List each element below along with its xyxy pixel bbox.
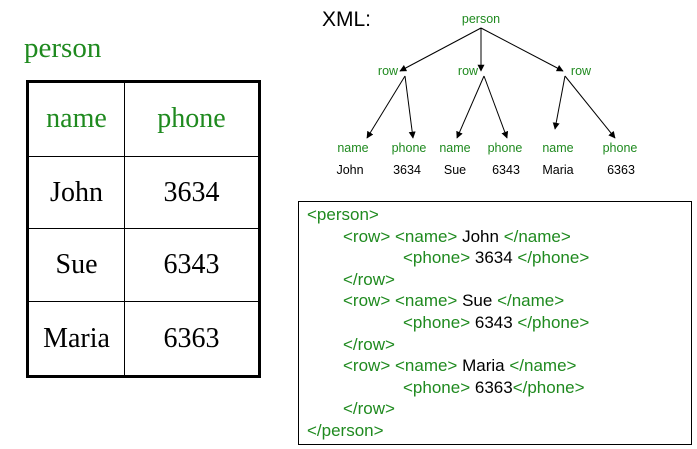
xml-tag: <name> xyxy=(394,356,458,376)
xml-tag: </name> xyxy=(497,291,565,311)
person-relation-table: name phone John 3634 Sue 6343 Maria 6363 xyxy=(26,80,261,378)
tree-leaf-label: name xyxy=(337,141,368,155)
code-line: <phone> 3634 </phone> xyxy=(299,247,691,269)
tree-row-label: row xyxy=(378,64,399,78)
table-header-name: name xyxy=(27,81,125,157)
tree-leaf-value: 3634 xyxy=(393,163,421,177)
code-line: <phone> 6343 </phone> xyxy=(299,312,691,334)
xml-tag: </phone> xyxy=(512,377,585,397)
xml-tag: </name> xyxy=(503,226,571,246)
xml-tag: <row> xyxy=(343,226,391,246)
tree-edge xyxy=(399,27,482,72)
table-cell-name: John xyxy=(27,155,125,230)
xml-tree-diagram: person row row row name phone name phone… xyxy=(336,12,638,177)
table-cell-name: Maria xyxy=(27,301,125,377)
table-cell-phone: 3634 xyxy=(124,155,260,230)
xml-tag: <person> xyxy=(307,205,379,224)
tree-edge xyxy=(366,75,406,139)
code-line: </row> xyxy=(299,334,691,356)
tree-edge xyxy=(552,75,566,130)
xml-value: Maria xyxy=(457,356,510,376)
xml-value: 3634 xyxy=(470,248,518,268)
code-line: <phone> 6363</phone> xyxy=(299,377,691,399)
tree-leaf-value: 6363 xyxy=(607,163,635,177)
tree-leaf-value: 6343 xyxy=(492,163,520,177)
xml-tag: </row> xyxy=(343,334,395,354)
tree-leaf-label: name xyxy=(439,141,470,155)
tree-row-label: row xyxy=(458,64,479,78)
xml-tag: <name> xyxy=(394,226,458,246)
xml-value: John xyxy=(457,226,504,246)
tree-leaf-value: Sue xyxy=(444,163,466,177)
tree-row-label: row xyxy=(571,64,592,78)
table-header-row: name phone xyxy=(27,81,260,157)
tree-leaf-label: phone xyxy=(603,141,638,155)
xml-tag: </phone> xyxy=(517,248,590,268)
table-cell-name: Sue xyxy=(27,228,125,303)
xml-tag: <phone> xyxy=(403,377,471,397)
tree-edge xyxy=(483,75,509,139)
xml-tag: <row> xyxy=(343,356,391,376)
xml-value: 6343 xyxy=(470,312,518,332)
xml-tag: <name> xyxy=(394,291,458,311)
code-line: </row> xyxy=(299,269,691,291)
code-line: </row> xyxy=(299,398,691,420)
table-cell-phone: 6343 xyxy=(124,228,260,303)
code-line: <row> <name> Sue </name> xyxy=(299,290,691,312)
relation-title: person xyxy=(24,32,102,64)
xml-value: 6363 xyxy=(470,377,513,397)
code-line: </person> xyxy=(299,420,691,442)
xml-code-box: <person> <row> <name> John </name> <phon… xyxy=(298,201,692,445)
code-line: <person> xyxy=(299,204,691,226)
tree-leaf-value: Maria xyxy=(542,163,573,177)
tree-edge xyxy=(456,75,485,139)
xml-tag: <row> xyxy=(343,291,391,311)
table-row: Sue 6343 xyxy=(27,228,260,303)
tree-root-label: person xyxy=(462,12,500,26)
xml-tag: </person> xyxy=(307,420,384,440)
table-cell-phone: 6363 xyxy=(124,301,260,377)
table-header-phone: phone xyxy=(124,81,260,157)
tree-leaf-label: name xyxy=(542,141,573,155)
tree-leaf-label: phone xyxy=(392,141,427,155)
tree-edge xyxy=(564,75,616,139)
code-line: <row> <name> Maria </name> xyxy=(299,355,691,377)
xml-value: Sue xyxy=(457,291,498,311)
xml-label: XML: xyxy=(322,8,372,31)
code-line: <row> <name> John </name> xyxy=(299,226,691,248)
xml-tag: </phone> xyxy=(517,312,590,332)
table-row: Maria 6363 xyxy=(27,301,260,377)
tree-edge xyxy=(480,27,564,72)
xml-tag: <phone> xyxy=(403,312,471,332)
xml-tag: </row> xyxy=(343,399,395,419)
xml-tag: </row> xyxy=(343,269,395,289)
tree-leaf-value: John xyxy=(336,163,363,177)
table-row: John 3634 xyxy=(27,155,260,230)
tree-edge xyxy=(404,75,416,139)
tree-leaf-label: phone xyxy=(488,141,523,155)
xml-tag: <phone> xyxy=(403,248,471,268)
xml-tag: </name> xyxy=(509,356,577,376)
